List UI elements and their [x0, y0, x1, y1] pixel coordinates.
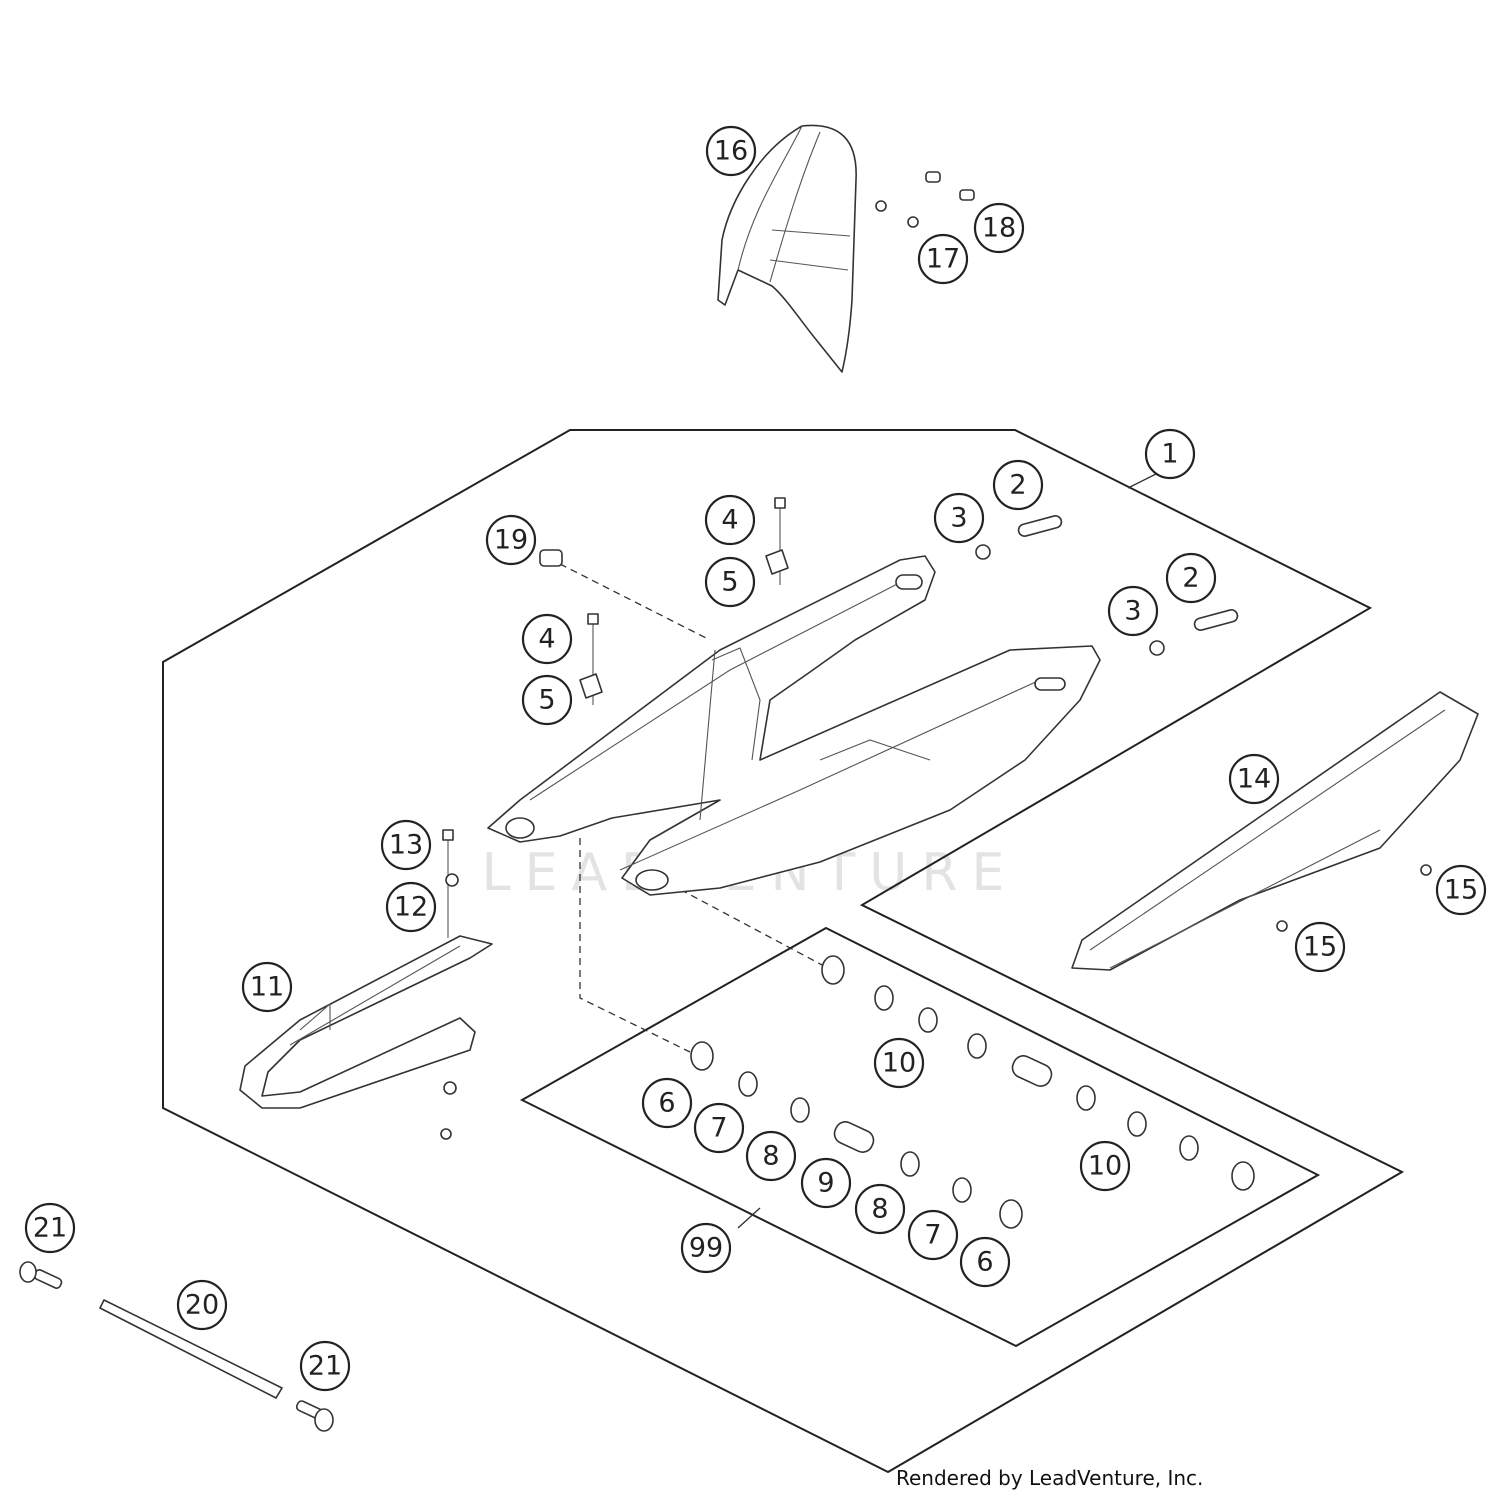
callout-10-left: 10 [873, 1037, 925, 1089]
callout-20: 20 [176, 1279, 228, 1331]
alignment-line-right-pivot [669, 883, 825, 967]
callout-3-upper: 3 [933, 492, 985, 544]
axle-20-part [99, 1299, 283, 1399]
callout-18: 18 [973, 202, 1025, 254]
bushing-19-part [539, 549, 563, 567]
callout-99: 99 [680, 1222, 732, 1274]
callout-label: 11 [250, 972, 284, 1003]
callout-label: 15 [1303, 932, 1337, 963]
callout-15-left: 15 [1294, 921, 1346, 973]
callout-label: 21 [33, 1213, 67, 1244]
bolt-21-right-part [295, 1400, 334, 1432]
pin-2-upper-part [1017, 515, 1063, 537]
callout-10-right: 10 [1079, 1140, 1131, 1192]
pin-2-lower-part [1193, 609, 1239, 631]
callout-label: 10 [882, 1048, 916, 1079]
bearing-kit-group-outline [519, 926, 1321, 1348]
callout-14: 14 [1228, 753, 1280, 805]
callout-9: 9 [800, 1157, 852, 1209]
callout-4-lower: 4 [521, 613, 573, 665]
callout-16: 16 [705, 125, 757, 177]
callout-4-upper: 4 [704, 494, 756, 546]
callout-label: 3 [1124, 596, 1141, 627]
callout-15-right: 15 [1435, 864, 1487, 916]
callout-21-right: 21 [299, 1340, 351, 1392]
bolt-21-left-part [19, 1261, 63, 1289]
bearing-kit-parts [690, 955, 1255, 1229]
callout-21-left: 21 [24, 1202, 76, 1254]
alignment-line-left-pivot [579, 838, 691, 1053]
callout-label: 8 [871, 1194, 888, 1225]
callout-2-upper: 2 [992, 459, 1044, 511]
callout-3-lower: 3 [1107, 585, 1159, 637]
callout-label: 17 [926, 244, 960, 275]
bolt-13-part [442, 829, 454, 938]
callout-13: 13 [380, 819, 432, 871]
callout-label: 14 [1237, 764, 1271, 795]
callout-label: 2 [1182, 563, 1199, 594]
callout-2-lower: 2 [1165, 552, 1217, 604]
clip-5-lower-part [579, 673, 603, 699]
chain-guard-part [1071, 691, 1479, 971]
nut-11-upper-part [443, 1081, 457, 1095]
callout-label: 9 [817, 1168, 834, 1199]
callout-12: 12 [385, 881, 437, 933]
callout-5-upper: 5 [704, 556, 756, 608]
callout-label: 21 [308, 1351, 342, 1382]
callout-7-left: 7 [693, 1102, 745, 1154]
chain-slider-part [239, 935, 493, 1109]
callout-8-left: 8 [745, 1130, 797, 1182]
credit-text: Rendered by LeadVenture, Inc. [896, 1466, 1204, 1490]
screw-15-left-part [1276, 920, 1288, 932]
callout-label: 15 [1444, 875, 1478, 906]
callout-5-lower: 5 [521, 674, 573, 726]
washer-3-lower-part [1149, 640, 1165, 656]
callout-19: 19 [485, 514, 537, 566]
callout-label: 5 [721, 567, 738, 598]
swingarm-group-outline [162, 429, 1405, 1474]
callout-11: 11 [241, 961, 293, 1013]
clip-5-upper-part [765, 549, 789, 575]
callout-label: 10 [1088, 1151, 1122, 1182]
callout-label: 99 [689, 1233, 723, 1264]
washer-3-upper-part [975, 544, 991, 560]
washer-12-part [445, 873, 459, 887]
nut-11-lower-part [440, 1128, 452, 1140]
callout-label: 20 [185, 1290, 219, 1321]
callout-label: 7 [924, 1220, 941, 1251]
chain-guard-shield-part [717, 124, 857, 373]
callout-6-right: 6 [959, 1236, 1011, 1288]
callout-label: 6 [658, 1088, 675, 1119]
callout-1: 1 [1144, 428, 1196, 480]
alignment-line-19 [559, 563, 711, 641]
callout-label: 8 [762, 1141, 779, 1172]
callout-7-right: 7 [907, 1209, 959, 1261]
leader-lines [737, 471, 1161, 1229]
callout-label: 18 [982, 213, 1016, 244]
callout-label: 13 [389, 830, 423, 861]
callout-label: 2 [1009, 470, 1026, 501]
callout-label: 5 [538, 685, 555, 716]
callout-17: 17 [917, 233, 969, 285]
callout-label: 1 [1161, 439, 1178, 470]
callout-label: 4 [538, 624, 555, 655]
callout-label: 7 [710, 1113, 727, 1144]
callout-label: 3 [950, 503, 967, 534]
swingarm-part [487, 555, 1101, 896]
callout-label: 16 [714, 136, 748, 167]
screw-15-right-part [1420, 864, 1432, 876]
callout-label: 19 [494, 525, 528, 556]
callout-8-right: 8 [854, 1183, 906, 1235]
callout-label: 6 [976, 1247, 993, 1278]
callout-label: 4 [721, 505, 738, 536]
fastener-17-18-parts [875, 171, 975, 228]
callout-label: 12 [394, 892, 428, 923]
callout-6-left: 6 [641, 1077, 693, 1129]
